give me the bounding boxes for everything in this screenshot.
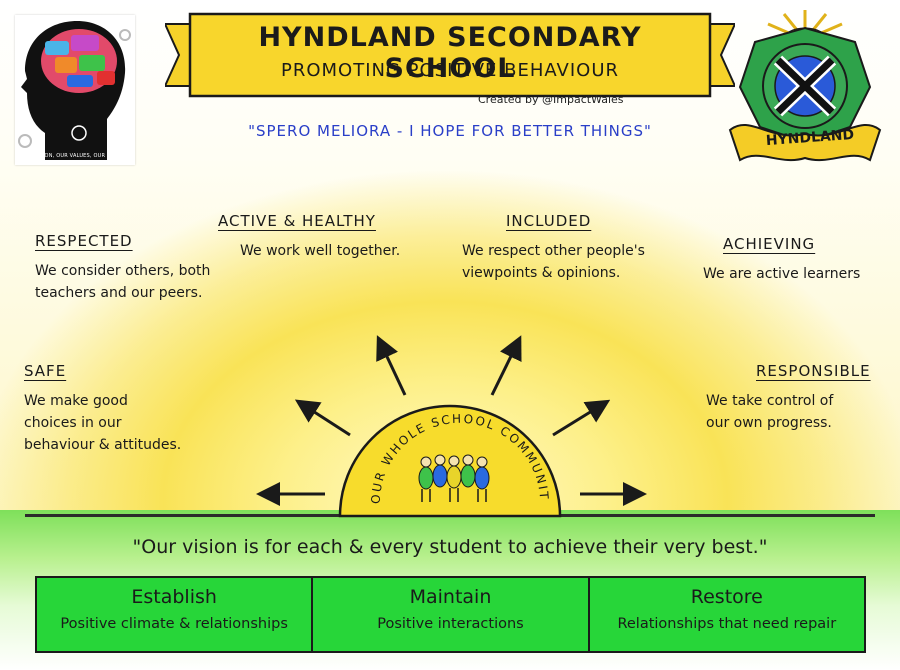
- pillar-restore: Restore Relationships that need repair: [590, 578, 864, 651]
- pillar-subtitle: Positive interactions: [377, 616, 524, 632]
- value-description: We respect other people's viewpoints & o…: [462, 243, 645, 281]
- community-sun: OUR WHOLE SCHOOL COMMUNITY: [250, 330, 647, 518]
- value-responsible: RESPONSIBLE We take control of our own p…: [706, 362, 886, 434]
- value-description: We make good choices in our behaviour & …: [24, 393, 182, 453]
- value-safe: SAFE We make good choices in our behavio…: [24, 362, 184, 456]
- value-description: We take control of our own progress.: [706, 393, 834, 431]
- pillar-establish: Establish Positive climate & relationshi…: [37, 578, 314, 651]
- value-achieving: ACHIEVING We are active learners: [703, 235, 883, 285]
- head-silhouette-icon: [18, 21, 131, 160]
- value-description: We work well together.: [240, 243, 401, 259]
- value-active-healthy: ACTIVE & HEALTHY We work well together.: [218, 212, 408, 262]
- value-respected: RESPECTED We consider others, both teach…: [35, 232, 235, 304]
- value-heading: RESPONSIBLE: [756, 362, 871, 380]
- pillar-title: Restore: [690, 586, 763, 608]
- value-heading: ACTIVE & HEALTHY: [218, 212, 376, 230]
- credit-text: Created by @ImpactWales: [478, 93, 624, 106]
- page-title: HYNDLAND SECONDARY SCHOOL: [258, 22, 642, 84]
- crest-icon: [728, 10, 882, 162]
- value-heading: RESPECTED: [35, 232, 133, 250]
- school-motto: "SPERO MELIORA - I HOPE FOR BETTER THING…: [248, 122, 652, 140]
- value-description: We are active learners: [703, 266, 861, 282]
- brain-logo-caption: OUR VISION, OUR VALUES, OUR SCHOOL: [20, 153, 130, 159]
- pillar-title: Establish: [131, 586, 217, 608]
- page-subtitle: PROMOTING POSITIVE BEHAVIOUR: [280, 60, 620, 81]
- pillar-subtitle: Positive climate & relationships: [60, 616, 288, 632]
- value-heading: INCLUDED: [506, 212, 592, 230]
- pillar-title: Maintain: [409, 586, 492, 608]
- pillar-subtitle: Relationships that need repair: [617, 616, 837, 632]
- hyndland-crest: HYNDLAND: [720, 2, 890, 177]
- behaviour-pillars: Establish Positive climate & relationshi…: [35, 576, 866, 653]
- value-heading: ACHIEVING: [723, 235, 816, 253]
- value-included: INCLUDED We respect other people's viewp…: [462, 212, 652, 284]
- title-banner: [165, 12, 735, 98]
- value-description: We consider others, both teachers and ou…: [35, 263, 211, 301]
- vision-statement: "Our vision is for each & every student …: [132, 536, 768, 558]
- value-heading: SAFE: [24, 362, 67, 380]
- pillar-maintain: Maintain Positive interactions: [313, 578, 590, 651]
- vision-brain-logo: OUR VISION, OUR VALUES, OUR SCHOOL: [15, 15, 135, 165]
- arrow-icon: [256, 335, 647, 506]
- students-group-icon: [418, 454, 490, 502]
